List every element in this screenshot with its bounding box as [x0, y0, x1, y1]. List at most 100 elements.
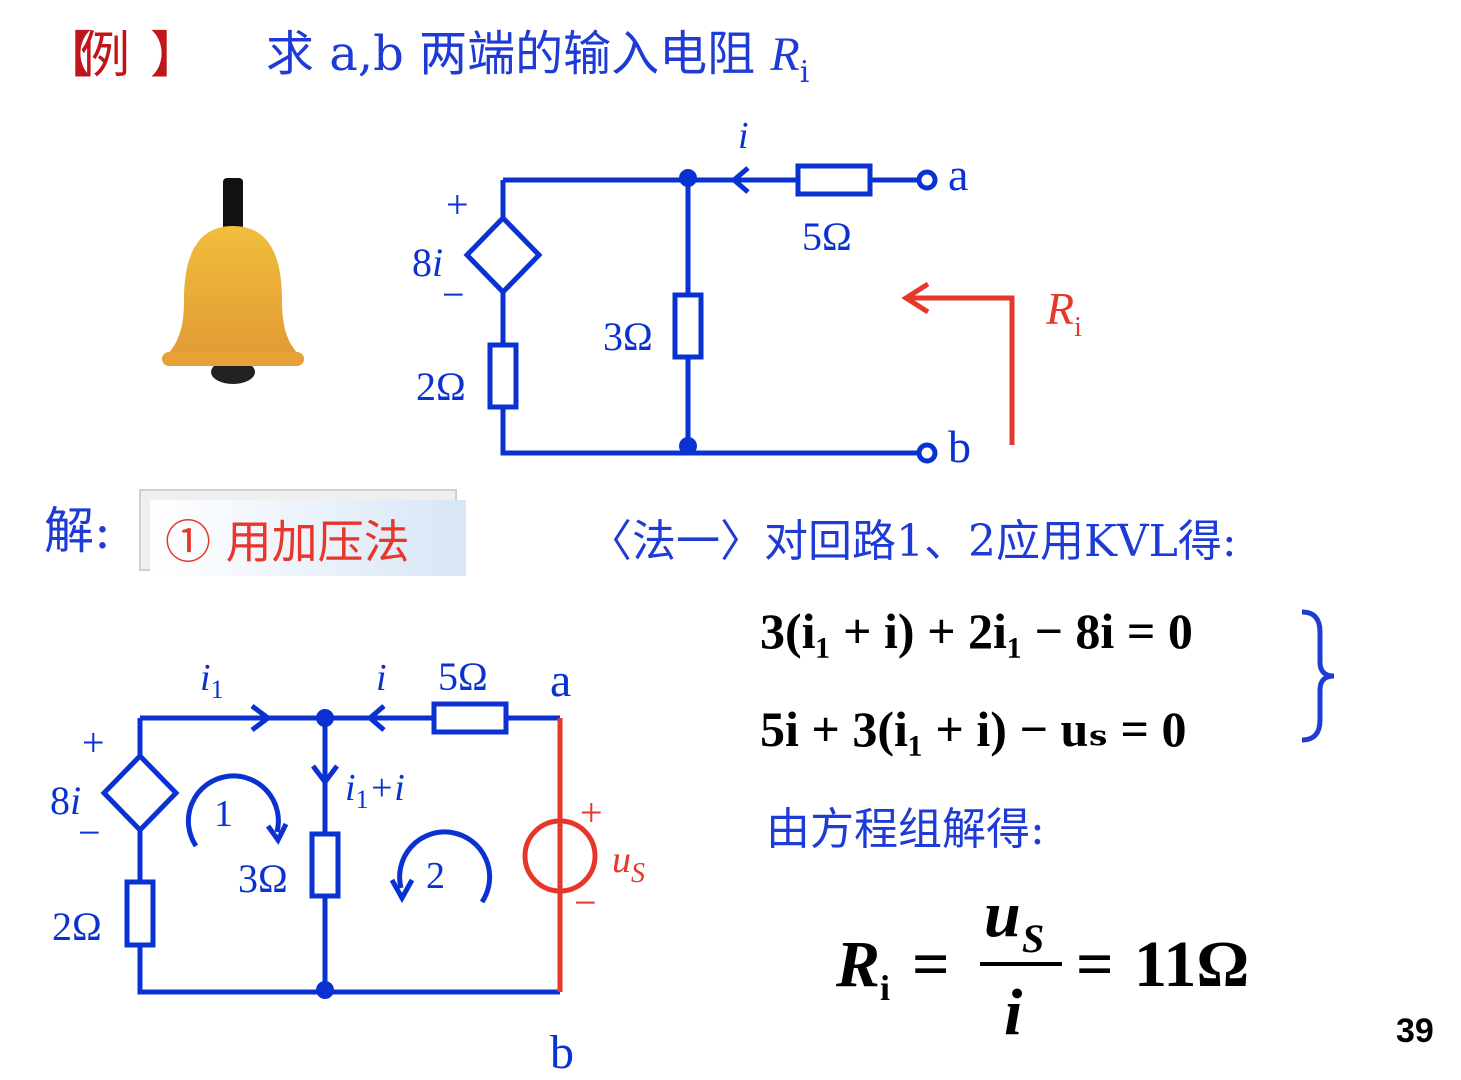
page-title: 求 a,b 两端的输入电阻 Ri [266, 26, 809, 90]
header-bracket-close: 】 [150, 27, 200, 83]
result-lhs-sub: i [880, 968, 890, 1008]
solution-header: 解: ① 用加压法 〈法一〉对回路1、2应用KVL得: [44, 489, 1237, 576]
us-var: u [612, 839, 631, 881]
bottom-node-upper [316, 709, 334, 727]
bottom-branch-plus-i: +i [369, 767, 405, 809]
bottom-r3-label: 3Ω [238, 856, 288, 901]
page-number: 39 [1396, 1012, 1434, 1050]
top-source-coef: 8 [412, 240, 432, 285]
top-source-plus: + [446, 182, 469, 227]
bottom-terminal-a-label: a [550, 654, 571, 707]
bottom-branch-arrow [311, 764, 339, 787]
bottom-source-coef: 8 [50, 778, 70, 823]
top-terminal-a-dot [916, 169, 938, 191]
top-source-var: i [432, 240, 443, 285]
bottom-i1-var: i [200, 657, 211, 699]
bottom-resistor-2ohm [124, 879, 156, 948]
top-wire-left [500, 180, 688, 456]
top-resistor-2ohm [487, 342, 519, 410]
bottom-source-plus: + [82, 720, 105, 765]
bottom-resistor-5ohm [431, 701, 509, 735]
top-r3-label: 3Ω [603, 314, 653, 359]
method-description: 〈法一〉对回路1、2应用KVL得: [588, 516, 1237, 567]
top-circuit-labels: i 5Ω 3Ω 2Ω + − 8i a b Ri [412, 115, 1082, 472]
equation-2: 5i + 3(i₁ + i) − uₛ = 0 [760, 701, 1186, 757]
bottom-i-label: i [376, 657, 387, 699]
top-node-lower [679, 437, 697, 455]
bottom-branch-label: i1+i [345, 767, 405, 814]
top-source-label: 8i [412, 240, 443, 285]
loop2-label: 2 [426, 855, 445, 897]
page-title-subscript: i [800, 55, 810, 90]
top-terminal-b-label: b [948, 421, 971, 472]
top-resistor-3ohm [672, 292, 704, 360]
bell-icon [162, 178, 304, 384]
page-title-symbol: R [769, 28, 799, 81]
top-r2-label: 2Ω [416, 364, 466, 409]
result-numerator-sub: S [1022, 916, 1044, 961]
header: 【 例 】 求 a,b 两端的输入电阻 Ri [42, 26, 809, 90]
bottom-dependent-source [100, 752, 180, 834]
us-sub: S [631, 858, 645, 889]
bottom-resistor-3ohm [309, 831, 341, 899]
bottom-branch-var: i [345, 767, 356, 809]
bottom-loop1-head [265, 822, 289, 845]
top-current-label: i [738, 115, 749, 157]
bottom-i1-label: i1 [200, 657, 224, 704]
us-label: uS [612, 839, 645, 889]
bottom-source-label: 8i [50, 778, 81, 823]
ri-arrow [901, 281, 1015, 445]
result-intro: 由方程组解得: [766, 804, 1045, 855]
top-r5-label: 5Ω [802, 214, 852, 259]
top-source-minus: − [442, 272, 465, 317]
equation-brace [1301, 609, 1335, 743]
bottom-i-arrow [366, 704, 386, 732]
us-plus: + [580, 790, 603, 835]
bottom-voltage-source [522, 718, 598, 992]
equation-1: 3(i₁ + i) + 2i₁ − 8i = 0 [760, 603, 1193, 659]
top-ri-subscript: i [1074, 312, 1082, 343]
top-resistor-5ohm [795, 163, 873, 197]
bottom-terminal-b-label: b [550, 1026, 574, 1079]
bottom-circuit-labels: i1 i 5Ω 3Ω 2Ω i1+i + − 8i 1 2 + − uS a b [50, 654, 645, 1079]
result-denominator: i [1004, 976, 1023, 1049]
result-formula: R i = u S i = 11Ω [835, 878, 1249, 1049]
equations: 3(i₁ + i) + 2i₁ − 8i = 0 5i + 3(i₁ + i) … [760, 603, 1335, 855]
bottom-branch-sub: 1 [356, 785, 369, 814]
bottom-r5-label: 5Ω [438, 654, 488, 699]
solution-label: 解: [44, 502, 111, 560]
us-minus: − [574, 880, 597, 925]
bottom-circuit [100, 701, 560, 995]
bottom-source-minus: − [78, 810, 101, 855]
top-terminal-b-dot [916, 442, 938, 464]
bottom-r2-label: 2Ω [52, 904, 102, 949]
bottom-loop2-head [389, 878, 415, 904]
top-circuit [463, 163, 938, 464]
top-terminal-a-label: a [948, 149, 968, 200]
method-box [150, 500, 466, 576]
bottom-i1-arrow [250, 704, 273, 732]
result-value: 11Ω [1134, 928, 1249, 1001]
header-bracket-open: 【 [42, 27, 92, 83]
bottom-source-var: i [70, 778, 81, 823]
result-equals-2: = [1076, 928, 1114, 1001]
loop1-label: 1 [214, 793, 233, 835]
bottom-wire-left [137, 718, 325, 995]
header-example-label: 例 [80, 26, 130, 84]
top-node-upper [679, 169, 697, 187]
top-dependent-source [463, 214, 543, 296]
bottom-node-lower [316, 981, 334, 999]
result-lhs: R [835, 928, 880, 1001]
bottom-loop2-arc [397, 829, 493, 904]
top-ri-label: Ri [1045, 283, 1082, 343]
method-label: ① 用加压法 [165, 515, 410, 569]
result-numerator: u [984, 878, 1021, 951]
bottom-loop1-arc [185, 773, 281, 848]
page-title-text: 求 a,b 两端的输入电阻 [266, 26, 770, 82]
bottom-i1-sub: 1 [211, 675, 224, 704]
result-equals: = [912, 928, 950, 1001]
top-current-arrow [730, 166, 750, 194]
top-ri-symbol: R [1045, 283, 1074, 334]
